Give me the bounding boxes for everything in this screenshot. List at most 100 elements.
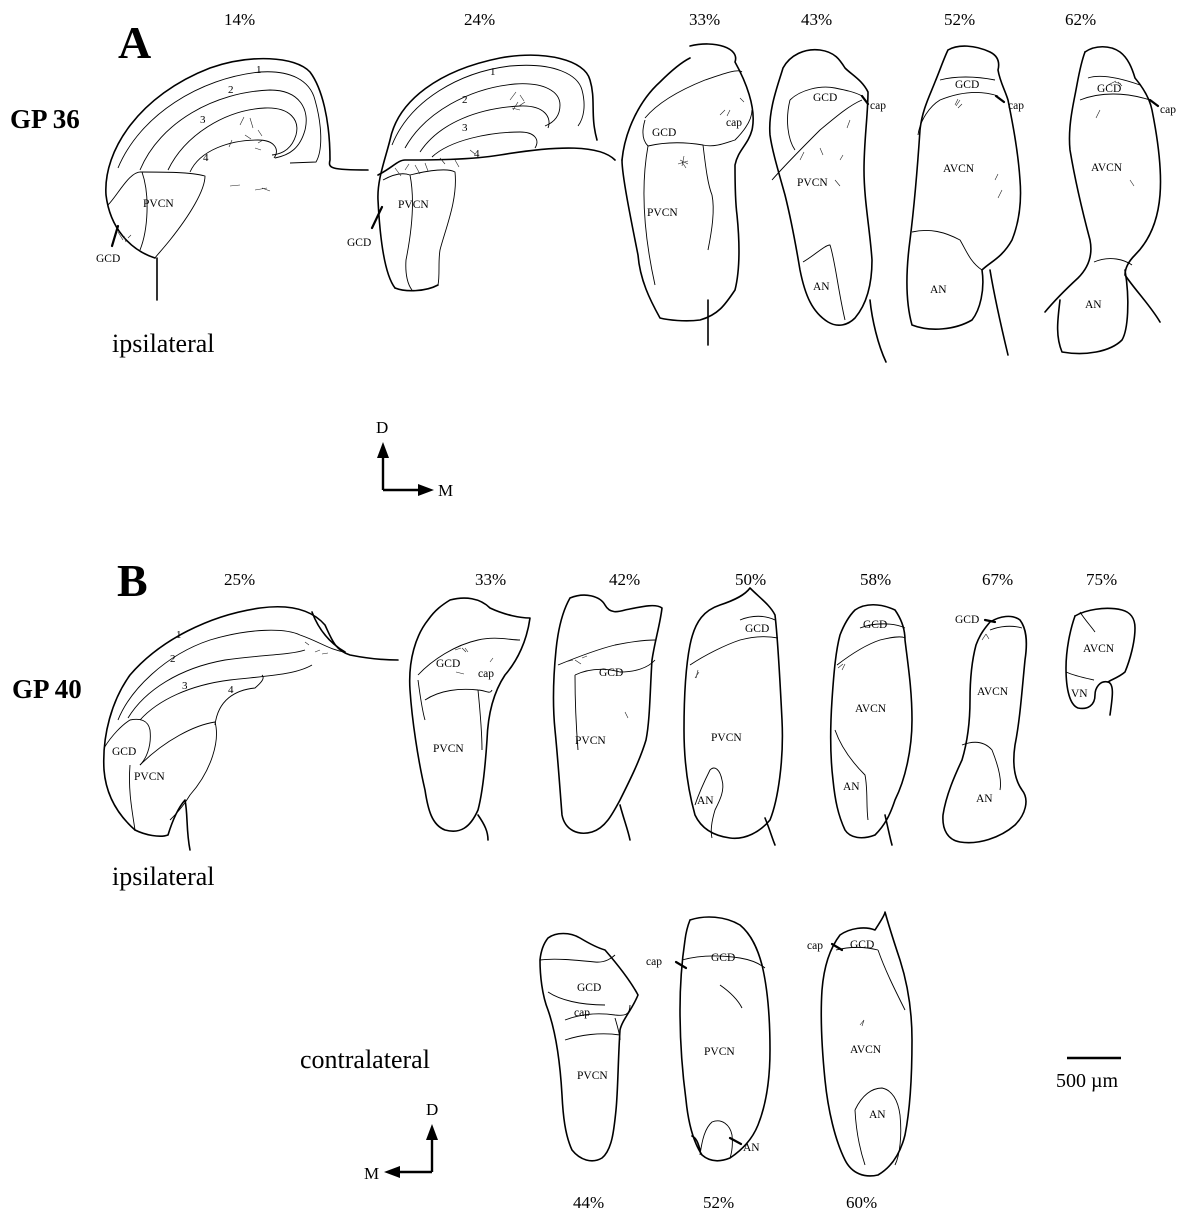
region-pvcn-label: PVCN [134, 771, 165, 783]
dorsal-label: D [426, 1100, 438, 1119]
region-cap-label: cap [726, 117, 742, 129]
medial-arrowhead [384, 1166, 400, 1178]
section-b5-percent: 58% [860, 570, 891, 589]
region-gcd-label: GCD [711, 952, 735, 964]
region-gcd-label: GCD [652, 127, 676, 139]
layer-4-label: 4 [474, 148, 480, 160]
layer-2-label: 2 [170, 653, 176, 665]
region-pvcn-label: PVCN [398, 199, 429, 211]
region-an-label: AN [976, 793, 993, 805]
region-cap-label: cap [870, 100, 886, 112]
medial-label: M [438, 481, 453, 500]
region-gcd-label: GCD [850, 939, 874, 951]
region-gcd-label: GCD [1097, 83, 1121, 95]
region-cap-label: cap [478, 668, 494, 680]
layer-4-label: 4 [228, 684, 234, 696]
gcd-pointer [372, 207, 382, 228]
region-avcn-label: AVCN [943, 163, 975, 175]
section-a1-outline [106, 59, 368, 300]
region-cap-label: cap [807, 940, 823, 952]
section-a2-percent: 24% [464, 10, 495, 29]
layer-1-label: 1 [490, 66, 496, 78]
section-c3-percent: 60% [846, 1193, 877, 1212]
region-gcd-label: GCD [745, 623, 769, 635]
panel-a-letter: A [118, 17, 151, 68]
layer-1-label: 1 [176, 629, 182, 641]
region-pvcn-label: PVCN [647, 207, 678, 219]
region-pvcn-label: PVCN [704, 1046, 735, 1058]
dorsal-label: D [376, 418, 388, 437]
region-an-label: AN [813, 281, 830, 293]
section-c1-outline [540, 934, 638, 1161]
layer-3-label: 3 [182, 680, 188, 692]
orientation-arrows-a [377, 442, 434, 496]
region-pvcn-label: PVCN [711, 732, 742, 744]
cap-pointer [676, 962, 686, 968]
section-c1-percent: 44% [573, 1193, 604, 1212]
section-b1-percent: 25% [224, 570, 255, 589]
region-gcd-label: GCD [347, 237, 371, 249]
region-gcd-label: GCD [955, 79, 979, 91]
section-b1-outline [104, 607, 398, 850]
layer-1-label: 1 [256, 64, 262, 76]
section-a5-outline [907, 46, 1021, 355]
medial-label: M [364, 1164, 379, 1183]
region-avcn-label: AVCN [1091, 162, 1123, 174]
region-cap-label: cap [646, 956, 662, 968]
gcd-pointer [112, 226, 118, 246]
region-gcd-label: GCD [112, 746, 136, 758]
dorsal-arrowhead [377, 442, 389, 458]
section-a3-outline [622, 44, 753, 345]
section-b3-outline [553, 595, 662, 840]
region-gcd-label: GCD [96, 253, 120, 265]
dorsal-arrowhead [426, 1124, 438, 1140]
region-gcd-label: GCD [577, 982, 601, 994]
panel-a-animal-id: GP 36 [10, 104, 80, 134]
region-avcn-label: AVCN [850, 1044, 882, 1056]
region-gcd-label: GCD [863, 619, 887, 631]
section-b6-percent: 67% [982, 570, 1013, 589]
region-an-label: AN [930, 284, 947, 296]
section-a5-percent: 52% [944, 10, 975, 29]
region-avcn-label: AVCN [1083, 643, 1115, 655]
section-b5-outline [831, 605, 912, 845]
region-pvcn-label: PVCN [797, 177, 828, 189]
section-b4-percent: 50% [735, 570, 766, 589]
region-pvcn-label: PVCN [143, 198, 174, 210]
scale-bar-label: 500 µm [1056, 1070, 1119, 1092]
section-a3-percent: 33% [689, 10, 720, 29]
region-pvcn-label: PVCN [433, 743, 464, 755]
section-b2-percent: 33% [475, 570, 506, 589]
layer-3-label: 3 [462, 122, 468, 134]
section-c2-percent: 52% [703, 1193, 734, 1212]
layer-3-label: 3 [200, 114, 206, 126]
panel-b-ipsilateral-label: ipsilateral [112, 862, 215, 891]
region-avcn-label: AVCN [977, 686, 1009, 698]
region-gcd-label: GCD [813, 92, 837, 104]
region-avcn-label: AVCN [855, 703, 887, 715]
panel-b-letter: B [117, 555, 148, 606]
section-a2-outline [378, 55, 615, 290]
region-gcd-label: GCD [436, 658, 460, 670]
region-an-label: AN [1085, 299, 1102, 311]
region-pvcn-label: PVCN [575, 735, 606, 747]
region-an-label: AN [697, 795, 714, 807]
region-an-label: AN [843, 781, 860, 793]
panel-b-animal-id: GP 40 [12, 674, 82, 704]
an-pointer [730, 1138, 741, 1144]
layer-2-label: 2 [228, 84, 234, 96]
section-a4-percent: 43% [801, 10, 832, 29]
section-b2-outline [410, 598, 530, 840]
section-a6-percent: 62% [1065, 10, 1096, 29]
region-vn-label: VN [1071, 688, 1088, 700]
orientation-arrows-b [384, 1124, 438, 1178]
medial-arrowhead [418, 484, 434, 496]
region-cap-label: cap [574, 1007, 590, 1019]
region-cap-label: cap [1160, 104, 1176, 116]
section-b6-outline [943, 616, 1026, 842]
region-gcd-label: GCD [599, 667, 623, 679]
section-b7-percent: 75% [1086, 570, 1117, 589]
region-an-label: AN [743, 1142, 760, 1154]
